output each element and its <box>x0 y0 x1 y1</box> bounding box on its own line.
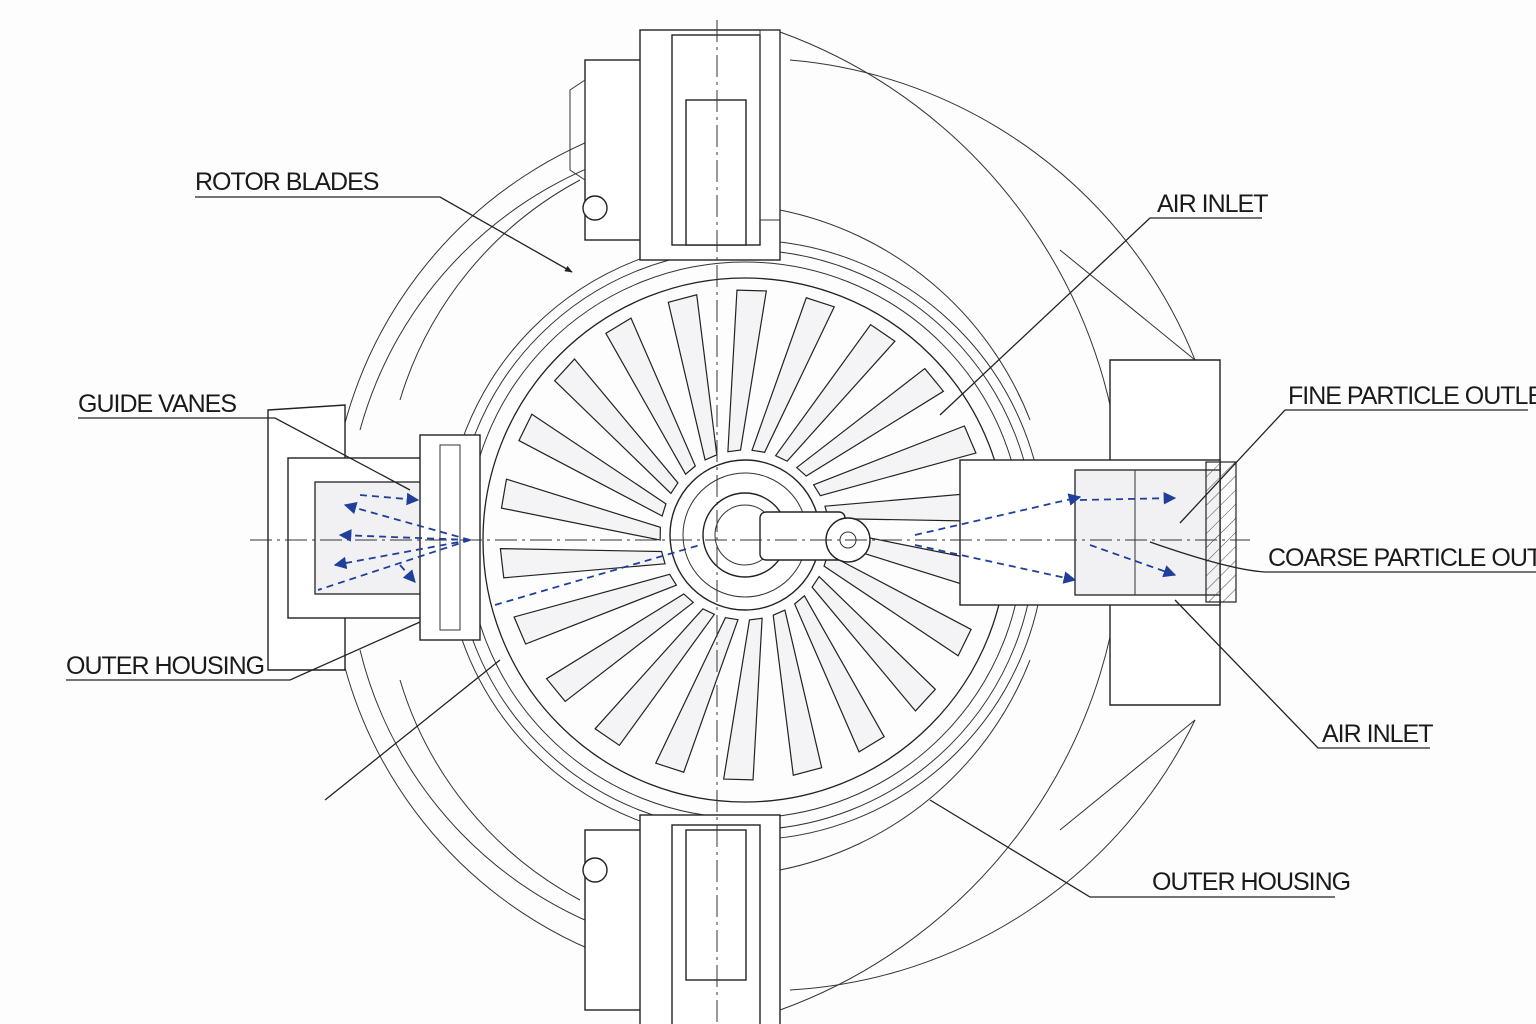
rotor-blade <box>667 294 718 461</box>
airflow-arrows <box>317 491 1177 606</box>
left-inlet-housing <box>267 404 481 671</box>
rotor-blade <box>500 478 661 541</box>
rotor-blades <box>499 289 991 781</box>
label-guide-vanes: GUIDE VANES <box>78 390 236 418</box>
label-outer-housing-bottom: OUTER HOUSING <box>1152 868 1350 896</box>
rotor-blade <box>811 575 937 712</box>
label-fine-particle-outlet: FINE PARTICLE OUTLET <box>1288 382 1536 410</box>
rotor-blade <box>772 609 823 776</box>
rotor-blade <box>795 367 945 477</box>
leader-lines <box>66 196 1536 898</box>
rotor-blade <box>823 553 972 657</box>
rotor-blade <box>553 358 679 495</box>
rotor-blade <box>518 413 667 517</box>
rotor-blade <box>605 317 697 476</box>
label-rotor-blades: ROTOR BLADES <box>195 168 379 196</box>
right-outlet-housing <box>959 359 1237 706</box>
top-shaft-housing <box>569 29 781 261</box>
rotor-blade <box>654 617 739 773</box>
rotor-blade <box>812 425 977 497</box>
rotor-blade <box>751 297 836 453</box>
rotor-blade <box>774 323 896 462</box>
rotor-blade <box>594 608 716 747</box>
rotor-blade <box>545 593 695 703</box>
label-outer-housing-left: OUTER HOUSING <box>66 652 264 680</box>
rotor-blade <box>513 573 678 645</box>
label-coarse-particle-outlet: COARSE PARTICLE OUTLET <box>1268 544 1536 572</box>
rotor-blade <box>793 594 885 753</box>
label-air-inlet-top: AIR INLET <box>1157 190 1268 218</box>
rotor-blade <box>722 617 763 781</box>
label-air-inlet-bottom: AIR INLET <box>1322 720 1433 748</box>
outer-housing <box>329 31 1196 1011</box>
rotor-blade <box>727 289 768 453</box>
bottom-shaft-housing <box>582 814 781 1024</box>
rotor-blade <box>499 548 666 579</box>
